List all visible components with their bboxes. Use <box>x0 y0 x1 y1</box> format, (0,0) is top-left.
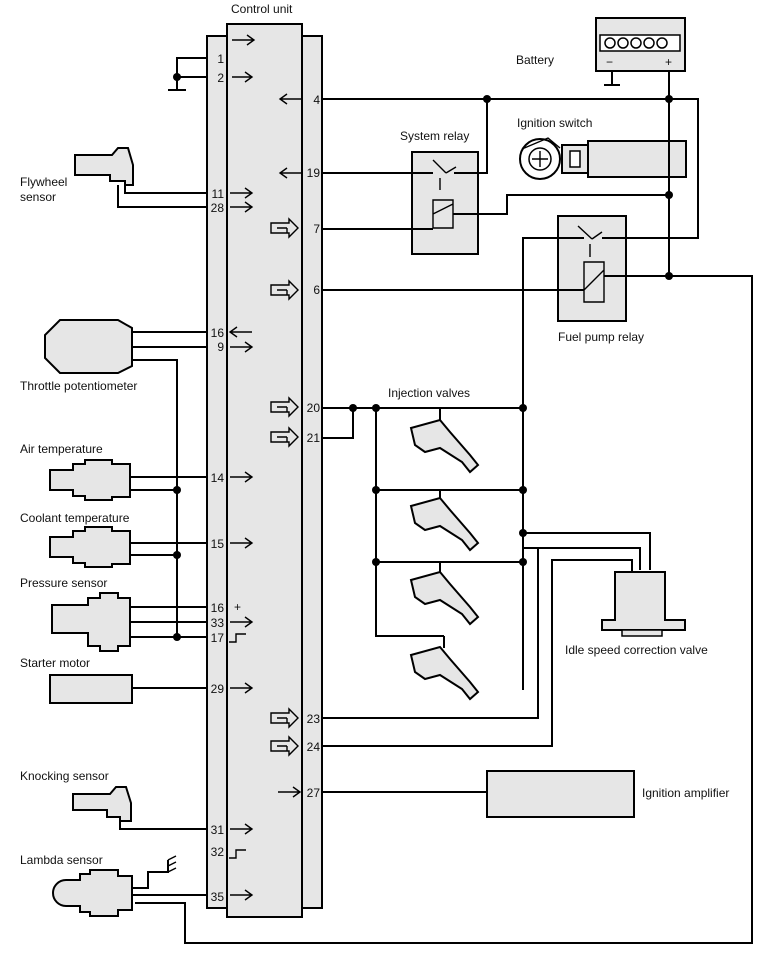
battery-label: Battery <box>516 53 554 67</box>
pin-2: 2 <box>217 71 224 85</box>
pin-21: 21 <box>307 431 321 445</box>
ignition-switch-label: Ignition switch <box>517 116 592 130</box>
pin-17: 17 <box>211 631 225 645</box>
starter-motor-label: Starter motor <box>20 656 90 670</box>
pin-14: 14 <box>211 471 225 485</box>
starter-motor: Starter motor <box>20 656 207 704</box>
system-relay-label: System relay <box>400 129 469 143</box>
pin-33: 33 <box>211 616 225 630</box>
pressure-plus-mark: + <box>234 600 241 614</box>
knocking-sensor: Knocking sensor <box>20 769 207 830</box>
pressure-sensor-label: Pressure sensor <box>20 576 107 590</box>
throttle-potentiometer: Throttle potentiometer <box>20 319 207 637</box>
idle-speed-valve-label: Idle speed correction valve <box>565 643 708 657</box>
flywheel-sensor: Flywheel sensor <box>20 147 207 208</box>
control-unit-body <box>226 23 303 918</box>
fuel-pump-relay-label: Fuel pump relay <box>558 330 644 344</box>
air-temperature-sensor: Air temperature <box>20 442 207 501</box>
pin-27: 27 <box>307 786 321 800</box>
injection-valves-label: Injection valves <box>388 386 470 400</box>
lambda-sensor: Lambda sensor <box>20 853 207 917</box>
output-arrows <box>228 93 302 338</box>
pin-7: 7 <box>313 222 320 236</box>
ignition-amplifier-label: Ignition amplifier <box>642 786 729 800</box>
right-wiring <box>135 71 753 944</box>
air-temperature-label: Air temperature <box>20 442 103 456</box>
pin-32: 32 <box>211 845 225 859</box>
pin-31: 31 <box>211 823 225 837</box>
battery-minus: − <box>606 55 613 69</box>
lambda-sensor-label: Lambda sensor <box>20 853 103 867</box>
pin-16: 16 <box>211 326 225 340</box>
pin-16b: 16 <box>211 601 225 615</box>
pin-1: 1 <box>217 52 224 66</box>
control-unit: Control unit <box>206 2 323 918</box>
flywheel-sensor-label-2: sensor <box>20 190 56 204</box>
pin-11: 11 <box>212 187 225 201</box>
pin-9: 9 <box>217 340 224 354</box>
pin-32-step <box>229 849 246 859</box>
knocking-sensor-label: Knocking sensor <box>20 769 109 783</box>
throttle-potentiometer-label: Throttle potentiometer <box>20 379 137 393</box>
battery: − + Battery <box>516 17 686 86</box>
battery-plus: + <box>665 55 672 69</box>
pin-4: 4 <box>313 93 320 107</box>
input-arrows <box>230 34 302 901</box>
pin-15: 15 <box>211 537 225 551</box>
ignition-switch: Ignition switch <box>517 116 687 180</box>
pin-17-step <box>229 633 246 643</box>
idle-speed-correction-valve: Idle speed correction valve <box>565 571 708 657</box>
fuel-pump-relay: Fuel pump relay <box>557 215 644 344</box>
injection-valves: Injection valves <box>388 386 480 701</box>
right-pin-numbers: 4 19 7 6 20 21 23 24 27 <box>307 93 321 800</box>
left-pin-numbers: 1 2 11 28 16 9 14 15 16 33 17 29 31 32 3… <box>211 52 225 904</box>
pin-29: 29 <box>211 682 225 696</box>
pin-20: 20 <box>307 401 321 415</box>
pin-23: 23 <box>307 712 321 726</box>
pin-19: 19 <box>307 166 321 180</box>
ground-pins-1-2 <box>168 57 207 91</box>
pin-24: 24 <box>307 740 321 754</box>
flywheel-sensor-label-1: Flywheel <box>20 175 67 189</box>
system-relay: System relay <box>400 129 479 255</box>
power-stage-symbols <box>270 217 299 757</box>
pin-35: 35 <box>211 890 225 904</box>
coolant-temperature-sensor: Coolant temperature <box>20 511 207 568</box>
coolant-temperature-label: Coolant temperature <box>20 511 130 525</box>
pin-28: 28 <box>211 201 225 215</box>
pin-6: 6 <box>313 283 320 297</box>
pressure-sensor: Pressure sensor <box>20 576 207 652</box>
control-unit-label: Control unit <box>231 2 293 16</box>
ignition-amplifier: Ignition amplifier <box>486 770 729 818</box>
